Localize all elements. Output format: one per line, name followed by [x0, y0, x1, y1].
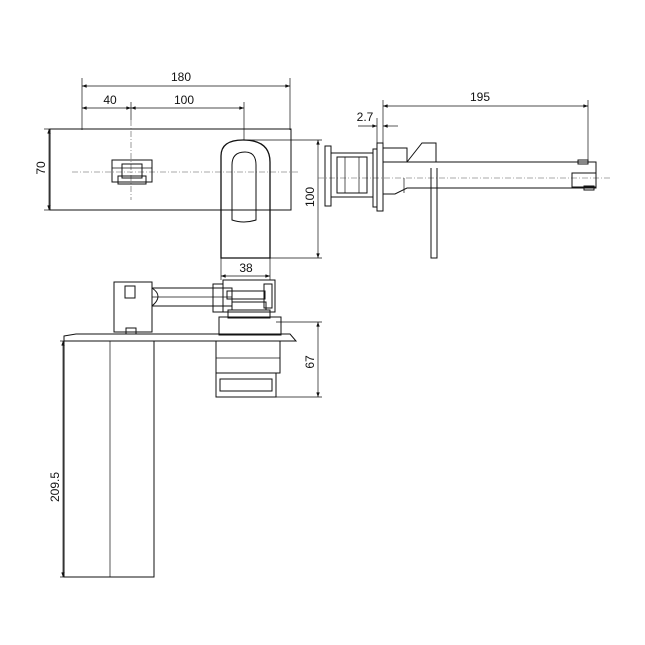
lever-handle-side [382, 142, 438, 259]
cartridge-plan [222, 279, 276, 319]
cover-plate-plan [63, 333, 298, 342]
mixer-body-plan [215, 316, 282, 398]
dim-spout-length: 209.5 [48, 472, 62, 502]
lever-handle-plan [113, 281, 233, 335]
dim-handle-width: 38 [239, 261, 253, 275]
plan-dimensions: 67 209.5 [48, 321, 322, 578]
dim-offset-40: 40 [103, 93, 117, 107]
cover-plate-side [376, 142, 384, 212]
dim-centres-100: 100 [174, 93, 194, 107]
spout-side [383, 159, 597, 195]
spout-plan [63, 340, 155, 578]
spout-outlet [111, 159, 153, 185]
side-view [318, 142, 612, 259]
front-dimensions: 180 40 100 70 100 38 [34, 70, 322, 280]
dim-handle-height: 100 [303, 187, 317, 207]
front-view [49, 120, 300, 259]
side-dimensions: 2.7 195 [357, 90, 589, 160]
mixer-body-side [324, 145, 378, 208]
dim-plate-height: 70 [34, 161, 48, 175]
plan-view [63, 279, 298, 578]
dim-plate-thickness: 2.7 [357, 110, 374, 124]
lever-handle-front [220, 139, 271, 259]
dim-spout-reach: 195 [470, 90, 490, 104]
dim-body-depth: 67 [303, 355, 317, 369]
dim-overall-width: 180 [171, 70, 191, 84]
